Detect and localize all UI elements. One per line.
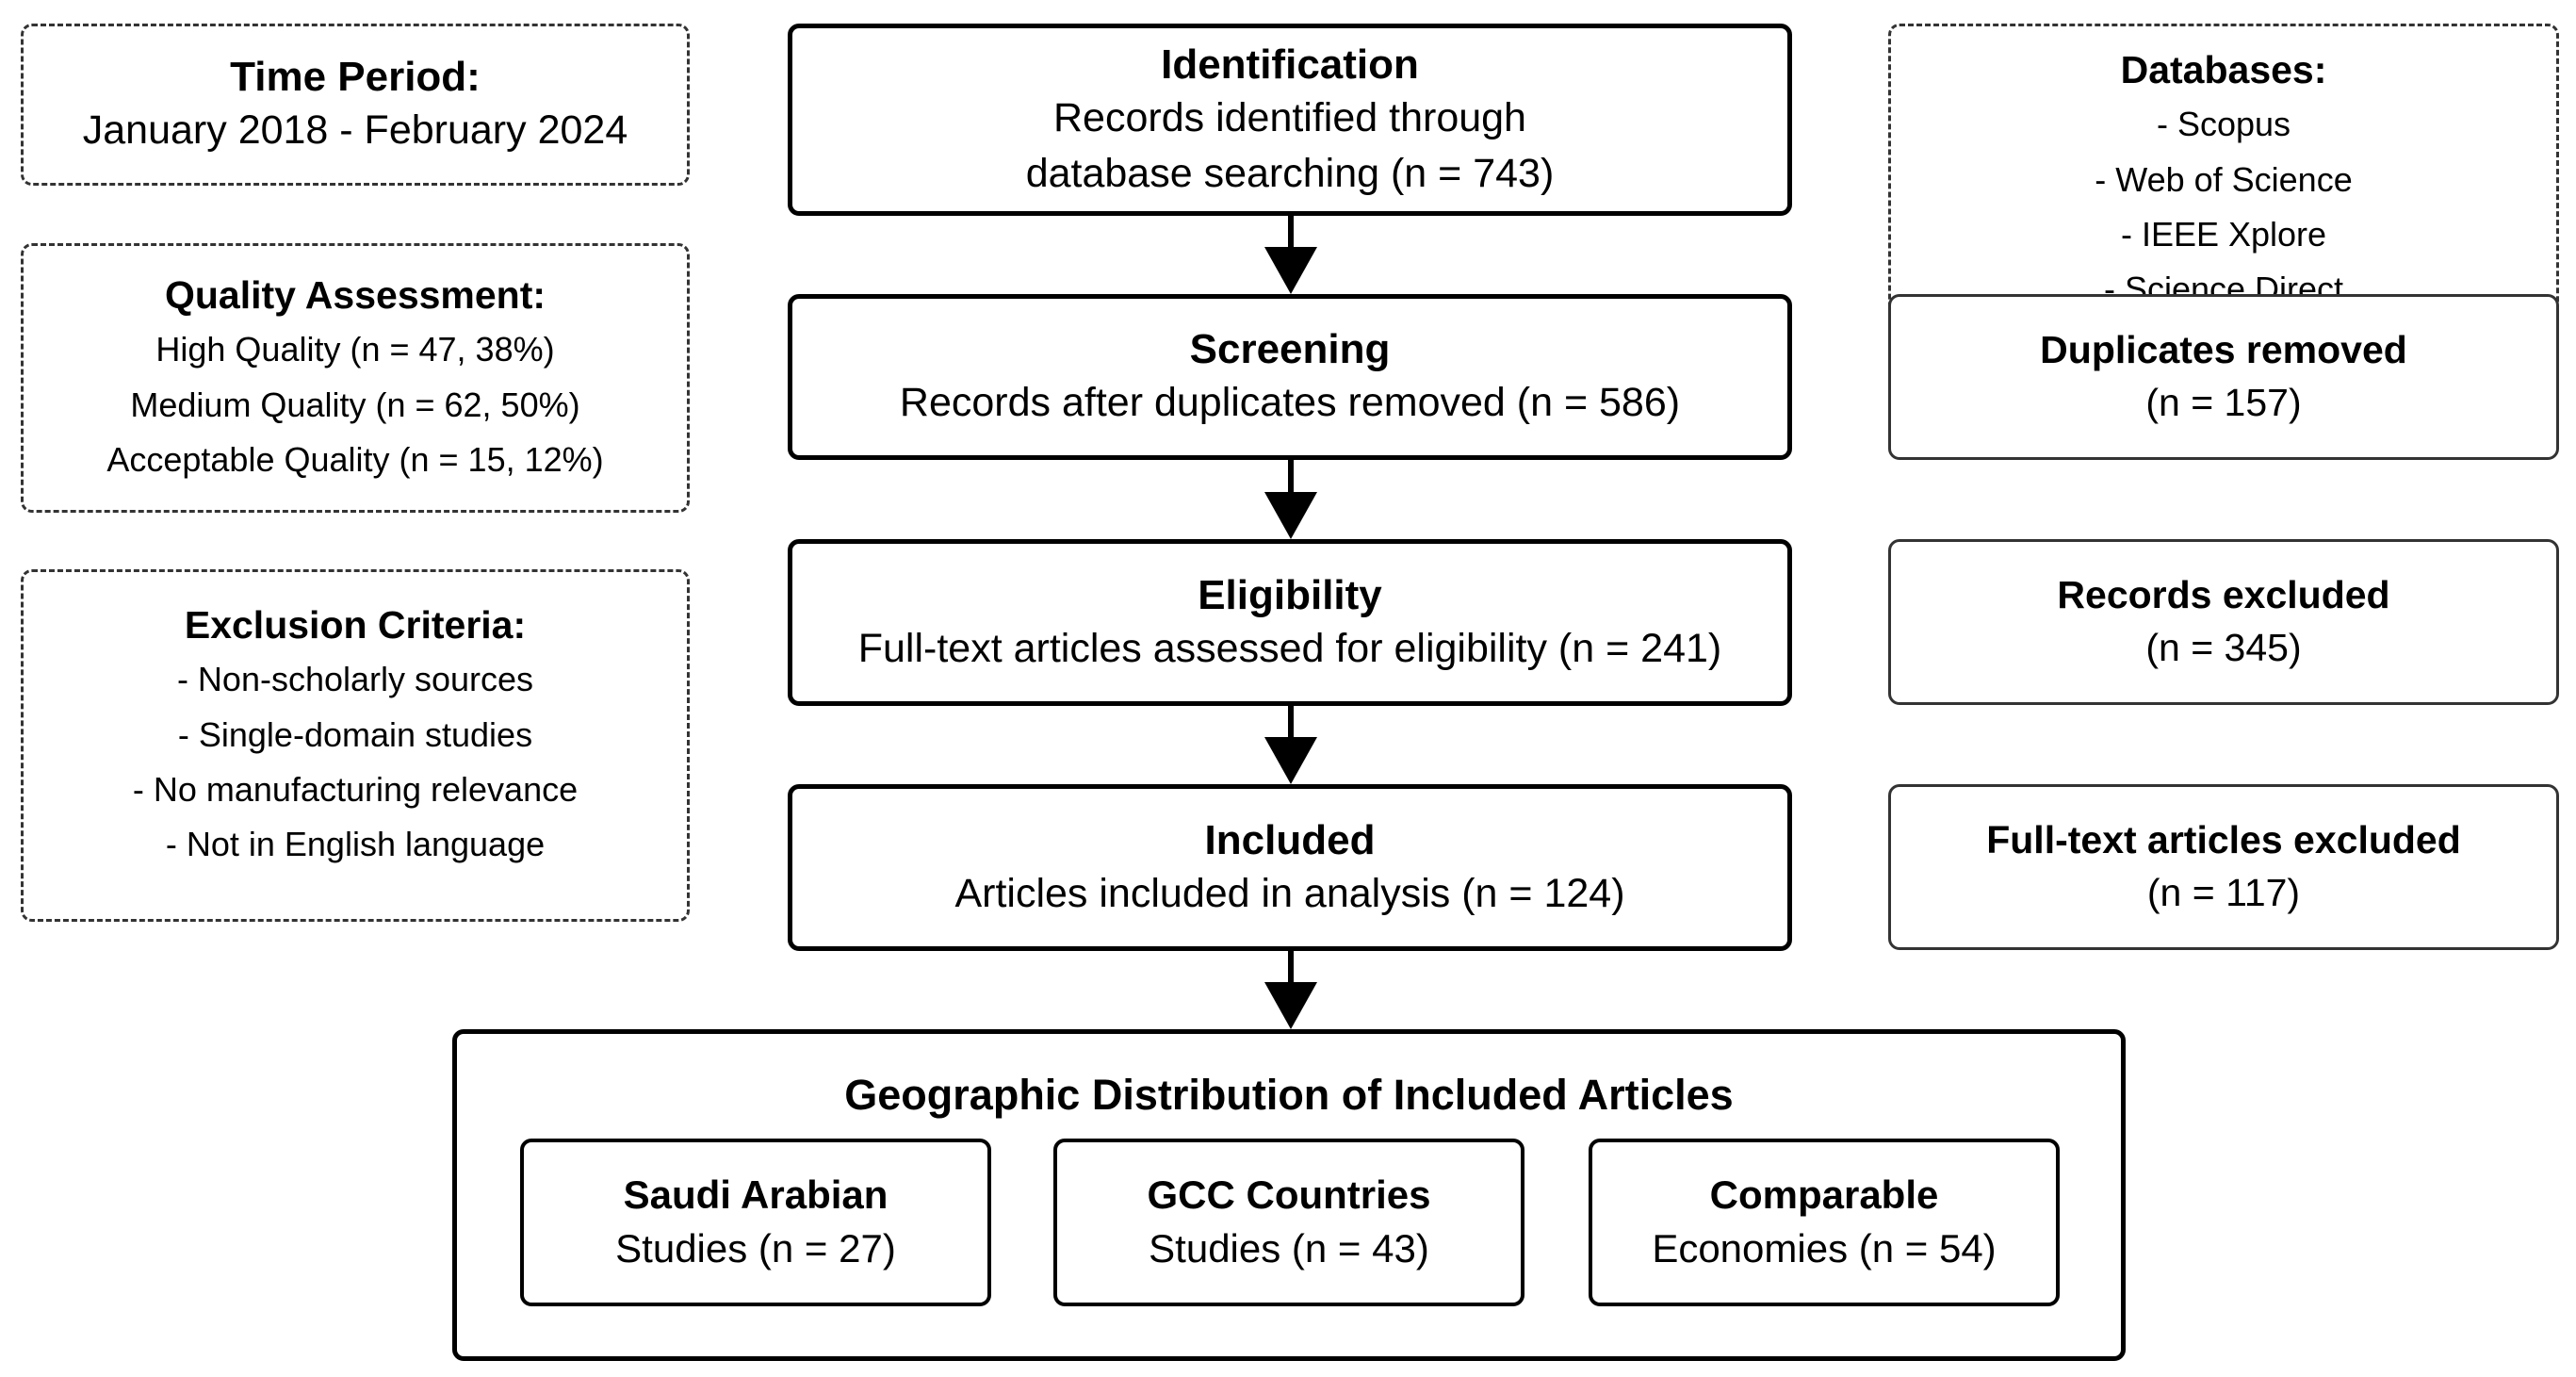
geo-group-comparable: Comparable Economies (n = 54)	[1589, 1139, 2060, 1306]
databases-title: Databases:	[2120, 48, 2327, 91]
identification-line: Records identified through	[1053, 95, 1526, 141]
arrow-eligibility-to-included	[1264, 705, 1317, 784]
duplicates-removed-title: Duplicates removed	[2040, 327, 2407, 371]
screening-box: Screening Records after duplicates remov…	[788, 294, 1792, 460]
eligibility-line: Full-text articles assessed for eligibil…	[857, 625, 1722, 671]
geo-group-value: Studies (n = 27)	[615, 1226, 896, 1270]
duplicates-removed-box: Duplicates removed (n = 157)	[1888, 294, 2559, 460]
exclusion-item: - Non-scholarly sources	[176, 660, 534, 699]
databases-box: Databases: - Scopus - Web of Science - I…	[1888, 24, 2559, 325]
included-title: Included	[1204, 816, 1376, 863]
duplicates-removed-value: (n = 157)	[2145, 380, 2302, 424]
records-excluded-value: (n = 345)	[2145, 625, 2302, 669]
geo-group-value: Studies (n = 43)	[1149, 1226, 1429, 1270]
included-box: Included Articles included in analysis (…	[788, 784, 1792, 951]
exclusion-criteria-title: Exclusion Criteria:	[184, 603, 527, 647]
arrow-included-to-geographic	[1264, 950, 1317, 1029]
quality-item: Acceptable Quality (n = 15, 12%)	[106, 439, 604, 479]
eligibility-box: Eligibility Full-text articles assessed …	[788, 539, 1792, 706]
quality-assessment-box: Quality Assessment: High Quality (n = 47…	[21, 243, 690, 513]
quality-item: Medium Quality (n = 62, 50%)	[130, 385, 580, 424]
eligibility-title: Eligibility	[1198, 571, 1382, 618]
time-period-value: January 2018 - February 2024	[82, 107, 628, 154]
geo-group-title: Saudi Arabian	[623, 1172, 889, 1218]
arrow-identification-to-screening	[1264, 215, 1317, 294]
fulltext-excluded-box: Full-text articles excluded (n = 117)	[1888, 784, 2559, 950]
time-period-box: Time Period: January 2018 - February 202…	[21, 24, 690, 186]
database-item: - IEEE Xplore	[2120, 215, 2327, 254]
geo-group-title: Comparable	[1709, 1172, 1939, 1218]
identification-box: Identification Records identified throug…	[788, 24, 1792, 216]
time-period-title: Time Period:	[230, 54, 481, 101]
geo-group-gcc: GCC Countries Studies (n = 43)	[1053, 1139, 1524, 1306]
arrow-screening-to-eligibility	[1264, 459, 1317, 539]
identification-title: Identification	[1161, 41, 1419, 89]
geo-group-value: Economies (n = 54)	[1652, 1226, 1997, 1270]
database-item: - Scopus	[2156, 105, 2291, 144]
screening-line: Records after duplicates removed (n = 58…	[899, 380, 1681, 426]
geo-group-title: GCC Countries	[1147, 1172, 1431, 1218]
fulltext-excluded-title: Full-text articles excluded	[1986, 817, 2461, 861]
records-excluded-box: Records excluded (n = 345)	[1888, 539, 2559, 705]
database-item: - Web of Science	[2095, 159, 2353, 199]
exclusion-criteria-box: Exclusion Criteria: - Non-scholarly sour…	[21, 569, 690, 922]
exclusion-item: - Not in English language	[165, 825, 546, 864]
exclusion-item: - Single-domain studies	[177, 714, 533, 754]
quality-assessment-title: Quality Assessment:	[164, 272, 546, 317]
records-excluded-title: Records excluded	[2057, 572, 2390, 616]
exclusion-item: - No manufacturing relevance	[132, 770, 579, 810]
included-line: Articles included in analysis (n = 124)	[954, 870, 1625, 916]
identification-line: database searching (n = 743)	[1025, 150, 1555, 196]
quality-item: High Quality (n = 47, 38%)	[155, 330, 555, 369]
geographic-distribution-title: Geographic Distribution of Included Arti…	[844, 1071, 1734, 1119]
geo-group-saudi: Saudi Arabian Studies (n = 27)	[520, 1139, 991, 1306]
fulltext-excluded-value: (n = 117)	[2146, 870, 2301, 914]
screening-title: Screening	[1189, 326, 1391, 373]
